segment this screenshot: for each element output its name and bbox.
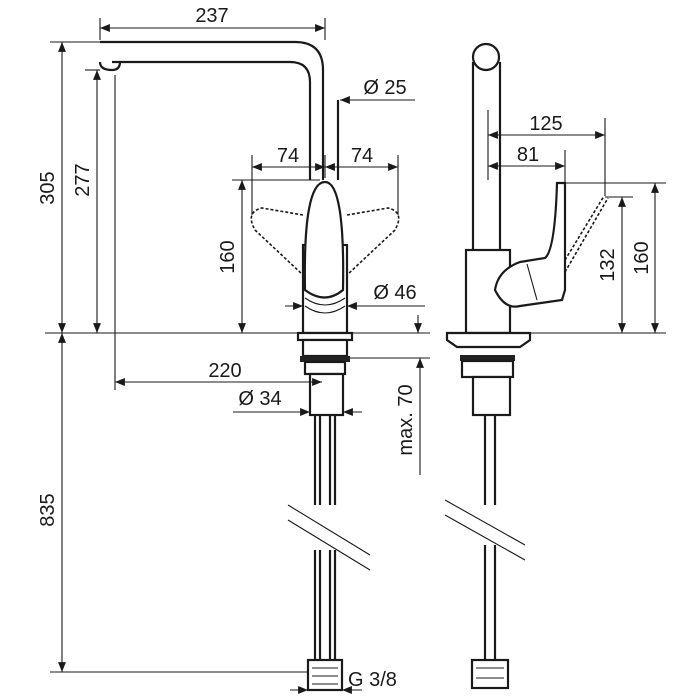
front-dimensions: 237 305 277 Ø 25 74 74 160 Ø 46 220 Ø 34…	[37, 5, 430, 694]
hoses-lower	[313, 550, 337, 660]
shank	[308, 372, 345, 417]
dim-lever-height-open: 132	[597, 248, 619, 281]
dim-shank-diameter: Ø 34	[238, 388, 281, 410]
break-lines	[287, 504, 371, 571]
dim-hose-length: 835	[37, 493, 59, 526]
connector	[306, 658, 344, 692]
dim-lever-left: 74	[277, 145, 299, 167]
dim-lever-right: 74	[351, 145, 373, 167]
hoses-upper	[313, 415, 337, 505]
side-view	[444, 42, 609, 690]
dim-lever-height: 160	[217, 240, 239, 273]
dim-spout-diameter: Ø 25	[363, 77, 406, 99]
spout-outer	[100, 40, 325, 180]
side-dimensions: 125 81 132 160	[487, 110, 666, 334]
dim-outlet-offset: 220	[208, 360, 241, 382]
lever-ghost-right	[346, 207, 400, 276]
dim-side-lever-height: 160	[631, 241, 653, 274]
lever-ghost-left	[250, 207, 304, 276]
dim-body-diameter: Ø 46	[373, 282, 416, 304]
lever	[303, 180, 345, 299]
side-lever-ghost	[564, 195, 609, 273]
dim-lever-reach-open: 125	[529, 113, 562, 135]
dim-spout-reach: 237	[195, 5, 228, 27]
side-lever	[493, 181, 567, 308]
dim-max-deck: max. 70	[395, 384, 417, 455]
dim-total-height: 305	[37, 171, 59, 204]
spout-inner	[112, 60, 312, 180]
front-view	[98, 40, 400, 692]
dim-spout-height: 277	[72, 163, 94, 196]
dim-connection: G 3/8	[348, 669, 397, 691]
dim-lever-reach: 81	[517, 144, 539, 166]
